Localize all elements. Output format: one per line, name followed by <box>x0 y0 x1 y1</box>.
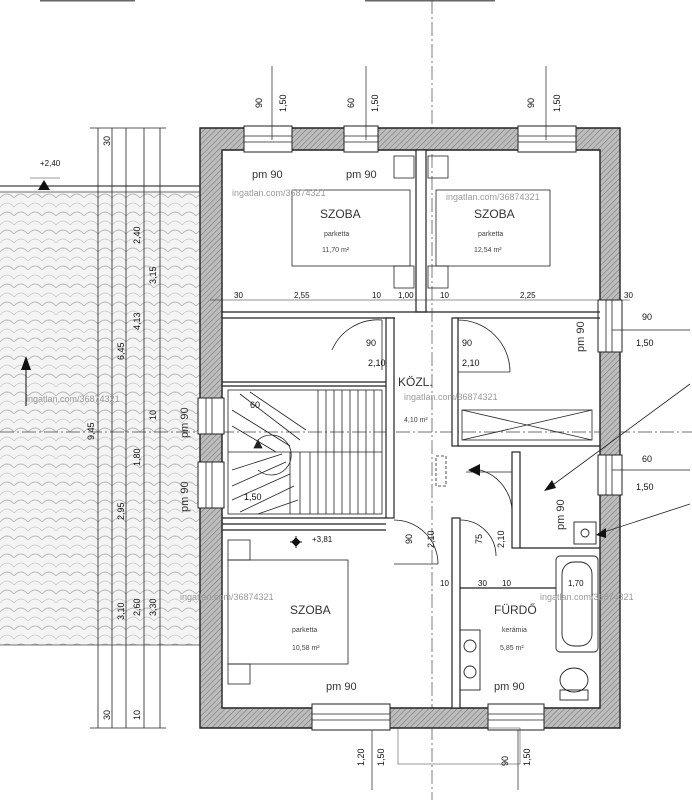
vd-10: 3,30 <box>148 598 158 616</box>
right-h2: 1,50 <box>636 482 654 492</box>
room2-area: 12,54 m² <box>474 247 502 254</box>
door-c: 90 <box>462 338 472 348</box>
pm-bottom-right: pm 90 <box>494 681 525 693</box>
roof-tiles <box>0 190 205 645</box>
wall-d: 1,00 <box>398 291 414 300</box>
pm-right-upper: pm 90 <box>575 321 587 352</box>
vd-14: 3,10 <box>116 602 126 620</box>
vd-4: 4,13 <box>132 312 142 330</box>
pm-left-upper: pm 90 <box>179 407 191 438</box>
top-h2: 1,50 <box>370 94 380 112</box>
hall-name: KÖZL. <box>398 375 433 389</box>
door-b: 2,10 <box>368 358 386 368</box>
window-bottom-left <box>311 703 391 731</box>
watermark-2: ingatlan.com/36874321 <box>232 188 326 198</box>
vd-11: 30 <box>102 710 112 720</box>
wall-c: 10 <box>372 291 381 300</box>
door-a: 90 <box>366 338 376 348</box>
watermark-5: ingatlan.com/36874321 <box>180 592 274 602</box>
bath-door-d: 2,10 <box>496 530 506 548</box>
staircase <box>227 389 383 515</box>
top-h1: 1,50 <box>278 94 288 112</box>
stair-2: 1,50 <box>244 492 262 502</box>
bath-door-a: 90 <box>404 534 414 544</box>
window-right-mid <box>597 454 623 496</box>
bath-fixtures <box>459 521 599 701</box>
room1-name: SZOBA <box>320 207 361 221</box>
wall-g: 30 <box>624 291 633 300</box>
bottom-h1: 1,20 <box>356 748 366 766</box>
vd-7: 10 <box>148 410 158 420</box>
window-right-upper <box>597 299 623 353</box>
hall-area: 4,10 m² <box>404 417 428 424</box>
vd-5: 6,45 <box>116 342 126 360</box>
right-h1: 1,50 <box>636 338 654 348</box>
wall-f: 2,25 <box>520 291 536 300</box>
room3-floor: parketta <box>292 627 317 634</box>
level-mark: +2,40 <box>40 159 61 168</box>
window-top-right <box>517 125 577 153</box>
watermark-1: ingatlan.com/36874321 <box>446 192 540 202</box>
top-w2: 60 <box>346 98 356 108</box>
room1-floor: parketta <box>324 231 349 238</box>
bottom-h2: 1,50 <box>522 748 532 766</box>
wall-e: 10 <box>440 291 449 300</box>
right-w1: 90 <box>642 312 652 322</box>
door-d: 2,10 <box>462 358 480 368</box>
vd-6: 9,45 <box>86 422 96 440</box>
bottom-w1: 1,50 <box>376 748 386 766</box>
vd-2: 2,40 <box>132 226 142 244</box>
window-top-mid <box>343 125 379 153</box>
pm-top-left: pm 90 <box>252 169 283 181</box>
pm-left-lower: pm 90 <box>179 481 191 512</box>
top-w1: 90 <box>254 98 264 108</box>
top-w3: 90 <box>526 98 536 108</box>
room3-name: SZOBA <box>290 603 331 617</box>
wall-b: 2,55 <box>294 291 310 300</box>
vd-3: 3,15 <box>148 266 158 284</box>
pm-bottom-left: pm 90 <box>326 681 357 693</box>
watermark-4: ingatlan.com/36874321 <box>404 392 498 402</box>
interior-walls <box>222 149 600 709</box>
exterior-wall <box>199 127 621 729</box>
room1-area: 11,70 m² <box>322 247 350 254</box>
bath-small-3: 10 <box>502 579 511 588</box>
vd-9: 2,95 <box>116 502 126 520</box>
pm-top-mid: pm 90 <box>346 169 377 181</box>
wall-a: 30 <box>234 291 243 300</box>
level-mark-2: +3,81 <box>312 535 333 544</box>
window-left-upper <box>197 397 225 435</box>
bath-name: FÜRDŐ <box>494 602 537 617</box>
top-h3: 1,50 <box>552 94 562 112</box>
room2-floor: parketta <box>478 231 503 238</box>
room2-name: SZOBA <box>474 207 515 221</box>
bath-door-b: 2,10 <box>426 530 436 548</box>
bath-area: 5,85 m² <box>500 645 524 652</box>
vd-12: 10 <box>132 710 142 720</box>
room3-area: 10,58 m² <box>292 645 320 652</box>
watermark-6: ingatlan.com/36874321 <box>540 592 634 602</box>
window-bottom-right <box>487 703 545 731</box>
bath-floor: kerámia <box>502 627 527 634</box>
watermark-3: ingatlan.com/36874321 <box>26 394 120 404</box>
vd-8: 1,80 <box>132 448 142 466</box>
bottom-w2: 90 <box>500 756 510 766</box>
window-left-lower <box>197 461 225 509</box>
door-swings <box>331 319 513 565</box>
vd-1: 30 <box>102 136 112 146</box>
bath-small-1: 10 <box>440 579 449 588</box>
tub-width: 1,70 <box>568 579 584 588</box>
bath-door-c: 75 <box>474 534 484 544</box>
bath-small-2: 30 <box>478 579 487 588</box>
vd-13: 2,60 <box>132 598 142 616</box>
right-w2: 60 <box>642 454 652 464</box>
pm-right-mid: pm 90 <box>555 499 567 530</box>
stair-1: 60 <box>250 400 260 410</box>
window-top-left <box>243 125 293 153</box>
